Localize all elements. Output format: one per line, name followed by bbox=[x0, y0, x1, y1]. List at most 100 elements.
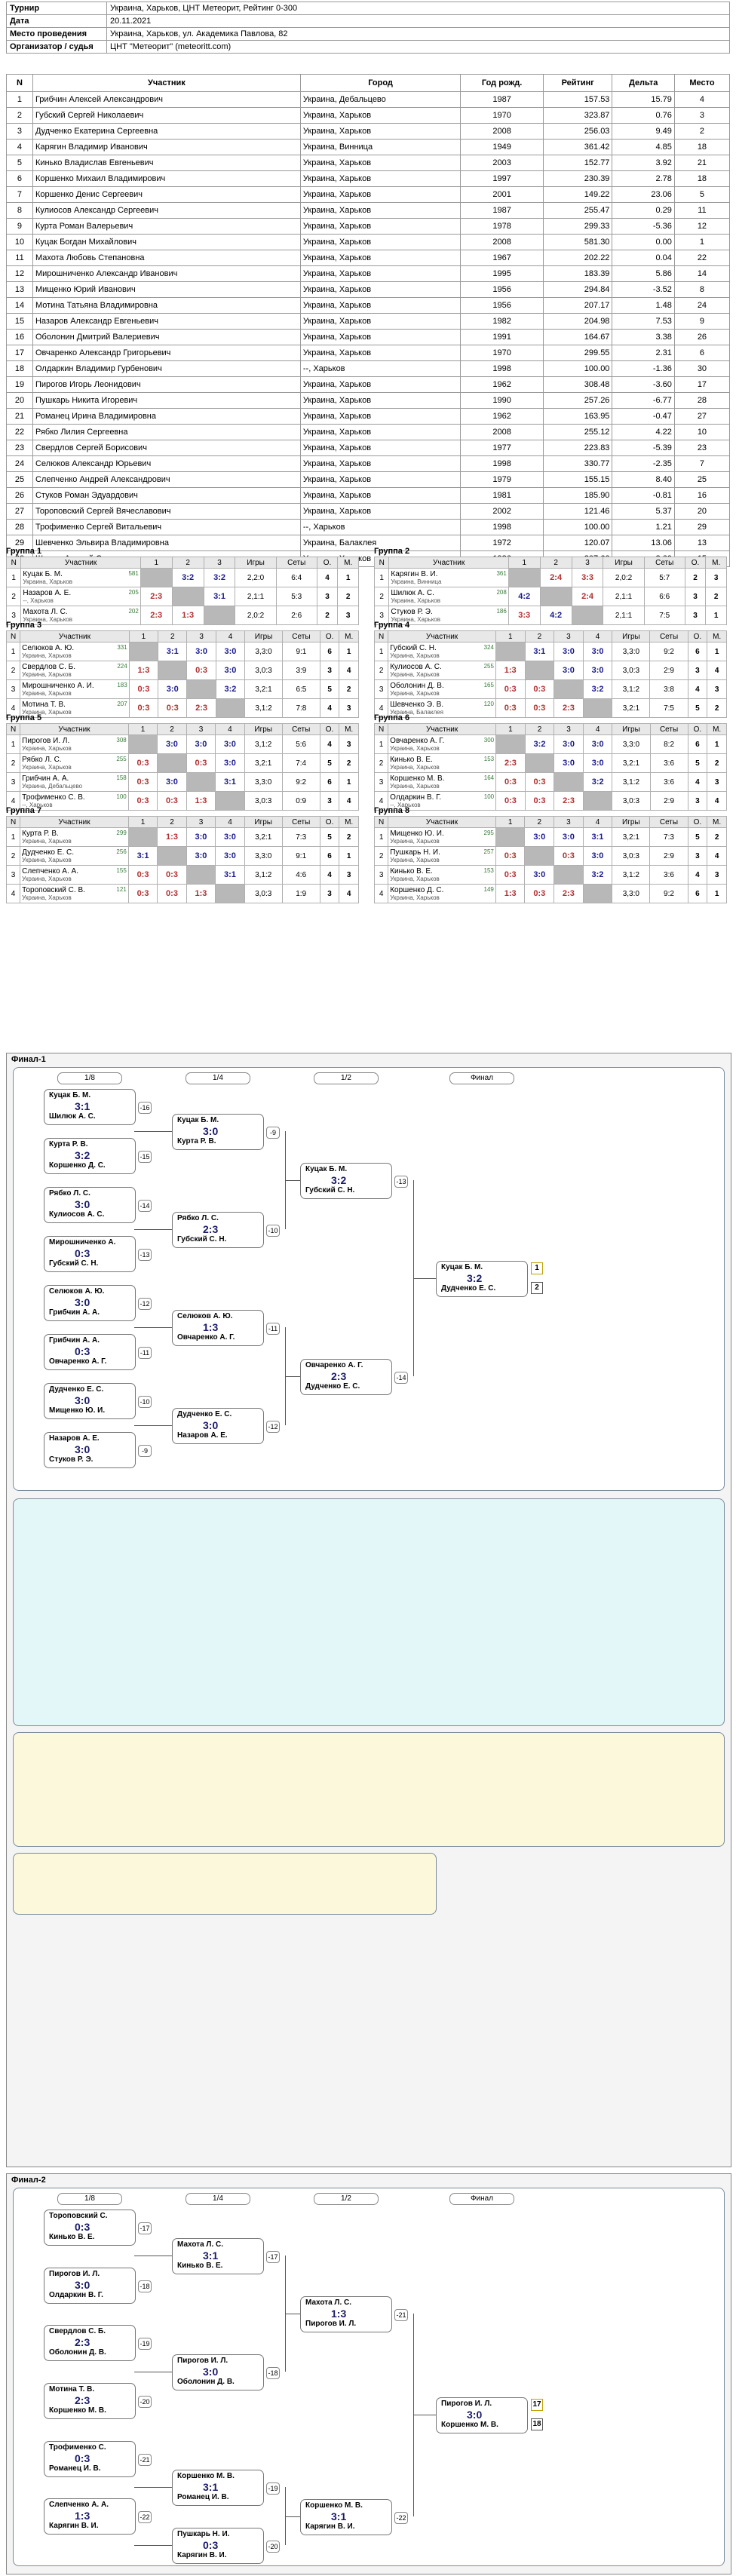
round-title: 1/2 bbox=[314, 2193, 379, 2205]
players-cell: 1977 bbox=[460, 440, 544, 456]
group-place: 1 bbox=[705, 606, 727, 625]
placement-panel bbox=[13, 1498, 725, 1726]
group-place: 3 bbox=[339, 865, 359, 885]
info-value: Украина, Харьков, ЦНТ Метеорит, Рейтинг … bbox=[106, 2, 730, 15]
players-cell: 15.79 bbox=[612, 91, 675, 108]
group-score-cell: 0:3 bbox=[157, 865, 187, 885]
group-points: 2 bbox=[684, 568, 707, 587]
players-cell: 2001 bbox=[460, 186, 544, 203]
players-cell: 9 bbox=[6, 218, 33, 235]
group-player-rating: 208 bbox=[496, 589, 507, 596]
match-loser-ref: -10 bbox=[266, 1224, 280, 1237]
group-row-number: 1 bbox=[373, 568, 390, 587]
group-score-cell: 3:2 bbox=[203, 568, 236, 587]
group-score-cell: 1:3 bbox=[186, 791, 216, 811]
match-loser-ref: -11 bbox=[266, 1322, 280, 1335]
group-score-cell: 0:3 bbox=[128, 698, 159, 718]
group-score-cell: 3:2 bbox=[215, 679, 246, 699]
match-player-1: Курта Р. В. bbox=[49, 1140, 88, 1148]
group-player-rating: 256 bbox=[116, 848, 127, 855]
group-score-cell bbox=[571, 606, 604, 625]
players-cell: 14 bbox=[673, 265, 731, 282]
group-sets: 3:9 bbox=[281, 661, 320, 680]
match-score: 3:0 bbox=[75, 1443, 90, 1455]
group-points: 5 bbox=[319, 679, 340, 699]
group-title: Группа 1 bbox=[6, 547, 42, 556]
players-cell: -0.81 bbox=[612, 487, 675, 504]
group-games: 2,0:2 bbox=[603, 568, 645, 587]
group-col-header: Сеты bbox=[649, 630, 688, 642]
match-player-1: Махота Л. С. bbox=[305, 2298, 351, 2307]
group-player-rating: 202 bbox=[128, 608, 139, 615]
players-cell: 7 bbox=[673, 455, 731, 472]
group-place: 4 bbox=[339, 884, 359, 903]
group-place: 1 bbox=[339, 846, 359, 866]
group-col-header: 1 bbox=[127, 723, 158, 735]
group-score-cell: 2:3 bbox=[554, 884, 584, 903]
players-cell: 25 bbox=[6, 471, 33, 488]
group-col-header: 3 bbox=[186, 630, 216, 642]
group-player-rating: 186 bbox=[496, 608, 507, 615]
group-score-cell bbox=[508, 568, 541, 587]
match-player-2: Романец И. В. bbox=[49, 2464, 101, 2473]
match-player-1: Мирошниченко А. bbox=[49, 1238, 116, 1247]
players-cell: Украина, Харьков bbox=[299, 471, 462, 488]
group-player-name: Селюков А. Ю. bbox=[22, 644, 75, 652]
players-cell: Украина, Харьков bbox=[299, 123, 462, 140]
players-cell: 26 bbox=[6, 487, 33, 504]
players-cell: 100.00 bbox=[543, 519, 613, 535]
group-score-cell: 0:3 bbox=[157, 791, 187, 811]
group-player-rating: 295 bbox=[483, 830, 494, 836]
group-col-header: 3 bbox=[554, 723, 584, 735]
match-player-1: Дудченко Е. С. bbox=[49, 1385, 104, 1394]
match-player-1: Трофименко С. bbox=[49, 2443, 106, 2452]
group-score-cell: 1:3 bbox=[128, 661, 159, 680]
group-col-header: Участник bbox=[20, 816, 129, 828]
match-score: 3:1 bbox=[203, 2249, 219, 2262]
players-cell: Украина, Харьков bbox=[299, 186, 462, 203]
group-score-cell: 3:2 bbox=[582, 679, 613, 699]
group-score-cell bbox=[524, 753, 555, 773]
match-player-2: Пирогов И. Л. bbox=[305, 2320, 357, 2328]
group-player-city: Украина, Харьков bbox=[22, 709, 72, 716]
group-games: 2,1:1 bbox=[603, 587, 645, 606]
match-score: 0:3 bbox=[75, 1345, 90, 1357]
group-games: 2,0:2 bbox=[235, 606, 277, 625]
group-score-cell: 1:3 bbox=[186, 884, 216, 903]
group-player-name: Мищенко Ю. И. bbox=[390, 830, 444, 838]
players-cell: Украина, Харьков bbox=[299, 376, 462, 393]
group-col-header: О. bbox=[687, 723, 708, 735]
players-cell: 1.48 bbox=[612, 297, 675, 314]
group-score-cell: 3:1 bbox=[524, 642, 555, 661]
match-loser-ref: -13 bbox=[394, 1175, 408, 1188]
group-title: Группа 5 bbox=[6, 713, 42, 722]
players-cell: 17 bbox=[673, 376, 731, 393]
players-cell: 299.55 bbox=[543, 345, 613, 361]
group-player-city: Украина, Харьков bbox=[22, 745, 72, 752]
players-cell: Махота Любовь Степановна bbox=[32, 250, 301, 266]
group-games: 3,1:2 bbox=[244, 734, 283, 754]
match-score: 3:0 bbox=[203, 1418, 219, 1431]
players-cell: 23 bbox=[6, 440, 33, 456]
players-cell: 11 bbox=[6, 250, 33, 266]
group-col-header: N bbox=[373, 723, 389, 735]
group-games: 3,2:1 bbox=[244, 679, 283, 699]
players-cell: Украина, Харьков bbox=[299, 250, 462, 266]
round-title: 1/8 bbox=[57, 1072, 122, 1084]
group-score-cell: 3:0 bbox=[524, 865, 555, 885]
final-1-title: Финал-1 bbox=[11, 1055, 46, 1064]
group-player-rating: 308 bbox=[116, 737, 127, 744]
group-games: 2,2:0 bbox=[235, 568, 277, 587]
